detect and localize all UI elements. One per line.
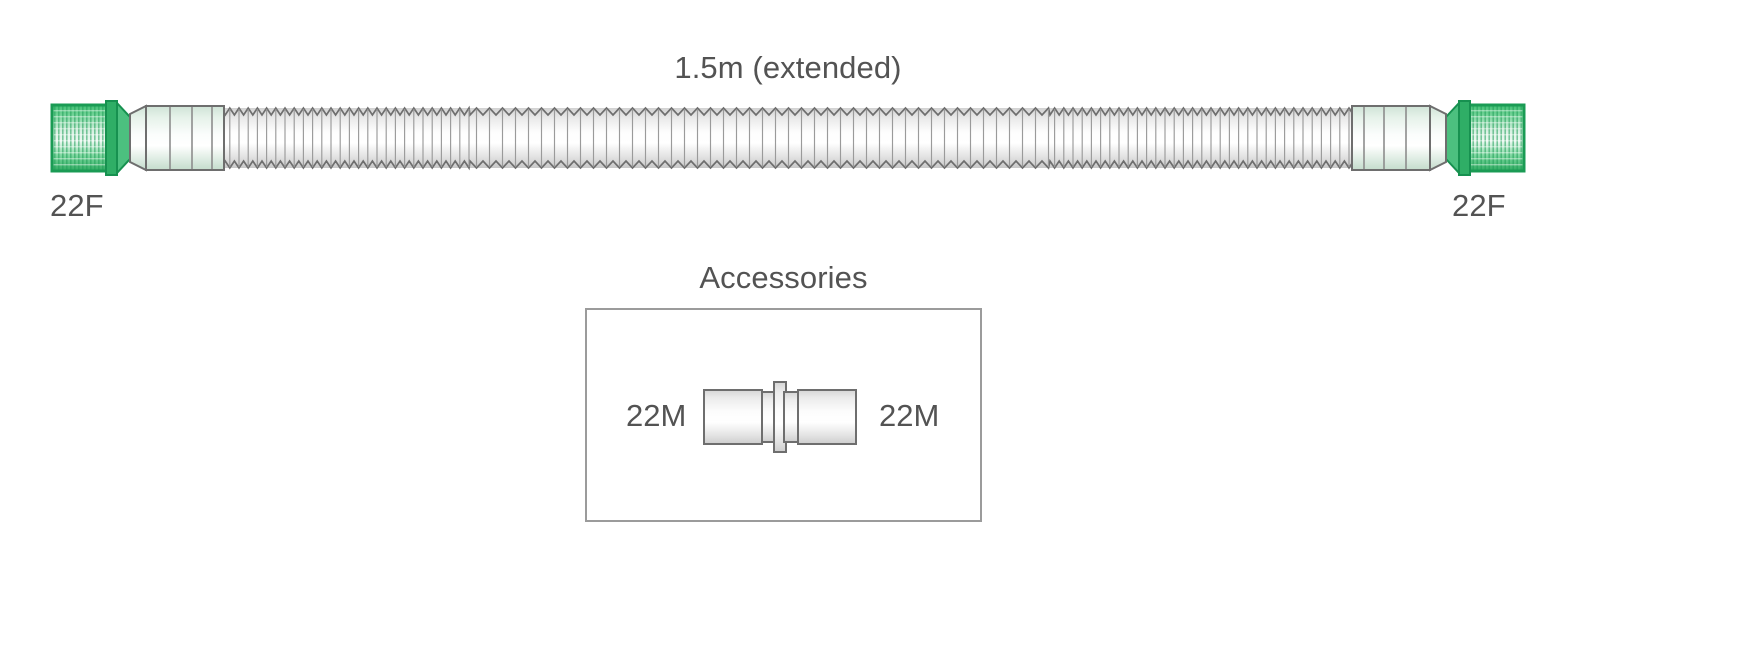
- accessory-left-label: 22M: [626, 398, 687, 433]
- accessories-heading: Accessories: [699, 260, 868, 295]
- left-connector-22f: [50, 99, 226, 177]
- left-connector-label: 22F: [50, 188, 104, 223]
- right-connector-label: 22F: [1452, 188, 1506, 223]
- accessory-right-label: 22M: [879, 398, 940, 433]
- page-title: 1.5m (extended): [674, 50, 902, 85]
- right-connector-22f: [1350, 99, 1526, 177]
- breathing-tube-illustration: [50, 99, 1526, 177]
- accessory-connector-illustration: [703, 381, 857, 453]
- accessories-frame: [585, 308, 982, 522]
- tube-bellows: [169, 105, 1407, 171]
